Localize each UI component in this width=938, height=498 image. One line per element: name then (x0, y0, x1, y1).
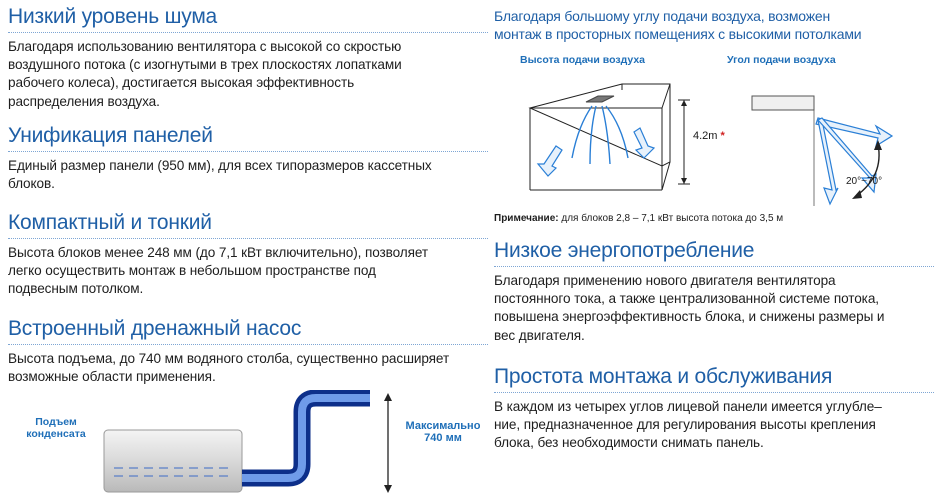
section-text: Благодаря использованию вентилятора с вы… (8, 39, 402, 109)
divider (494, 392, 934, 393)
asterisk: * (720, 130, 725, 142)
angle-arrow-icons (815, 117, 894, 206)
pump-illustration: Подъем конденсата Максимально 740 мм (0, 390, 490, 498)
note-text: Примечание: для блоков 2,8 – 7,1 кВт выс… (494, 213, 784, 224)
cassette-unit-icon (751, 95, 815, 111)
section-text: Высота подъема, до 740 мм водяного столб… (8, 351, 450, 385)
section-title: Низкий уровень шума (8, 5, 218, 28)
ceiling-unit-icon (585, 95, 615, 103)
section-title: Низкое энергопотребление (494, 239, 755, 262)
section-text: Благодаря применению нового двигателя ве… (494, 273, 885, 343)
divider (494, 266, 934, 267)
section-title: Простота монтажа и обслуживания (494, 365, 833, 388)
section-text: Высота блоков менее 248 мм (до 7,1 кВт в… (8, 245, 429, 297)
drain-pipe (242, 394, 370, 482)
section-title: Встроенный дренажный насос (8, 317, 302, 340)
arrow-up-icon (384, 393, 392, 401)
arrow-down-icon (384, 485, 392, 493)
section-title: Унификация панелей (8, 124, 213, 147)
section-low-energy: Низкое энергопотребление Благодаря приме… (494, 238, 934, 345)
section-text: В каждом из четырех углов лицевой панели… (494, 399, 882, 451)
divider (8, 238, 488, 239)
airflow-arrow-icons (536, 127, 656, 177)
section-easy-install: Простота монтажа и обслуживания В каждом… (494, 364, 934, 453)
airflow-diagram (528, 83, 894, 206)
divider (8, 344, 488, 345)
air-height-label: Высота подачи воздуха (520, 54, 646, 66)
airflow-intro: Благодаря большому углу подачи воздуха, … (494, 7, 934, 43)
section-panel-unification: Унификация панелей Единый размер панели … (8, 123, 488, 193)
section-text: Единый размер панели (950 мм), для всех … (8, 158, 432, 192)
air-angle-label: Угол подачи воздуха (727, 54, 836, 66)
divider (8, 151, 488, 152)
divider (8, 32, 488, 33)
airflow-intro-text: Благодаря большому углу подачи воздуха, … (494, 8, 862, 42)
section-drain-pump: Встроенный дренажный насос Высота подъем… (8, 316, 488, 386)
section-compact: Компактный и тонкий Высота блоков менее … (8, 210, 488, 299)
section-low-noise: Низкий уровень шума Благодаря использова… (8, 4, 488, 111)
angle-value-label: 20°~70° (846, 176, 883, 187)
unit-body (103, 429, 243, 493)
condensate-label: Подъем конденсата (26, 416, 86, 440)
pump-diagram (103, 390, 392, 493)
airflow-lines (571, 105, 629, 165)
section-title: Компактный и тонкий (8, 211, 212, 234)
max-height-label: Максимально 740 мм (405, 420, 481, 444)
height-value-label: 4.2m * (693, 130, 725, 142)
